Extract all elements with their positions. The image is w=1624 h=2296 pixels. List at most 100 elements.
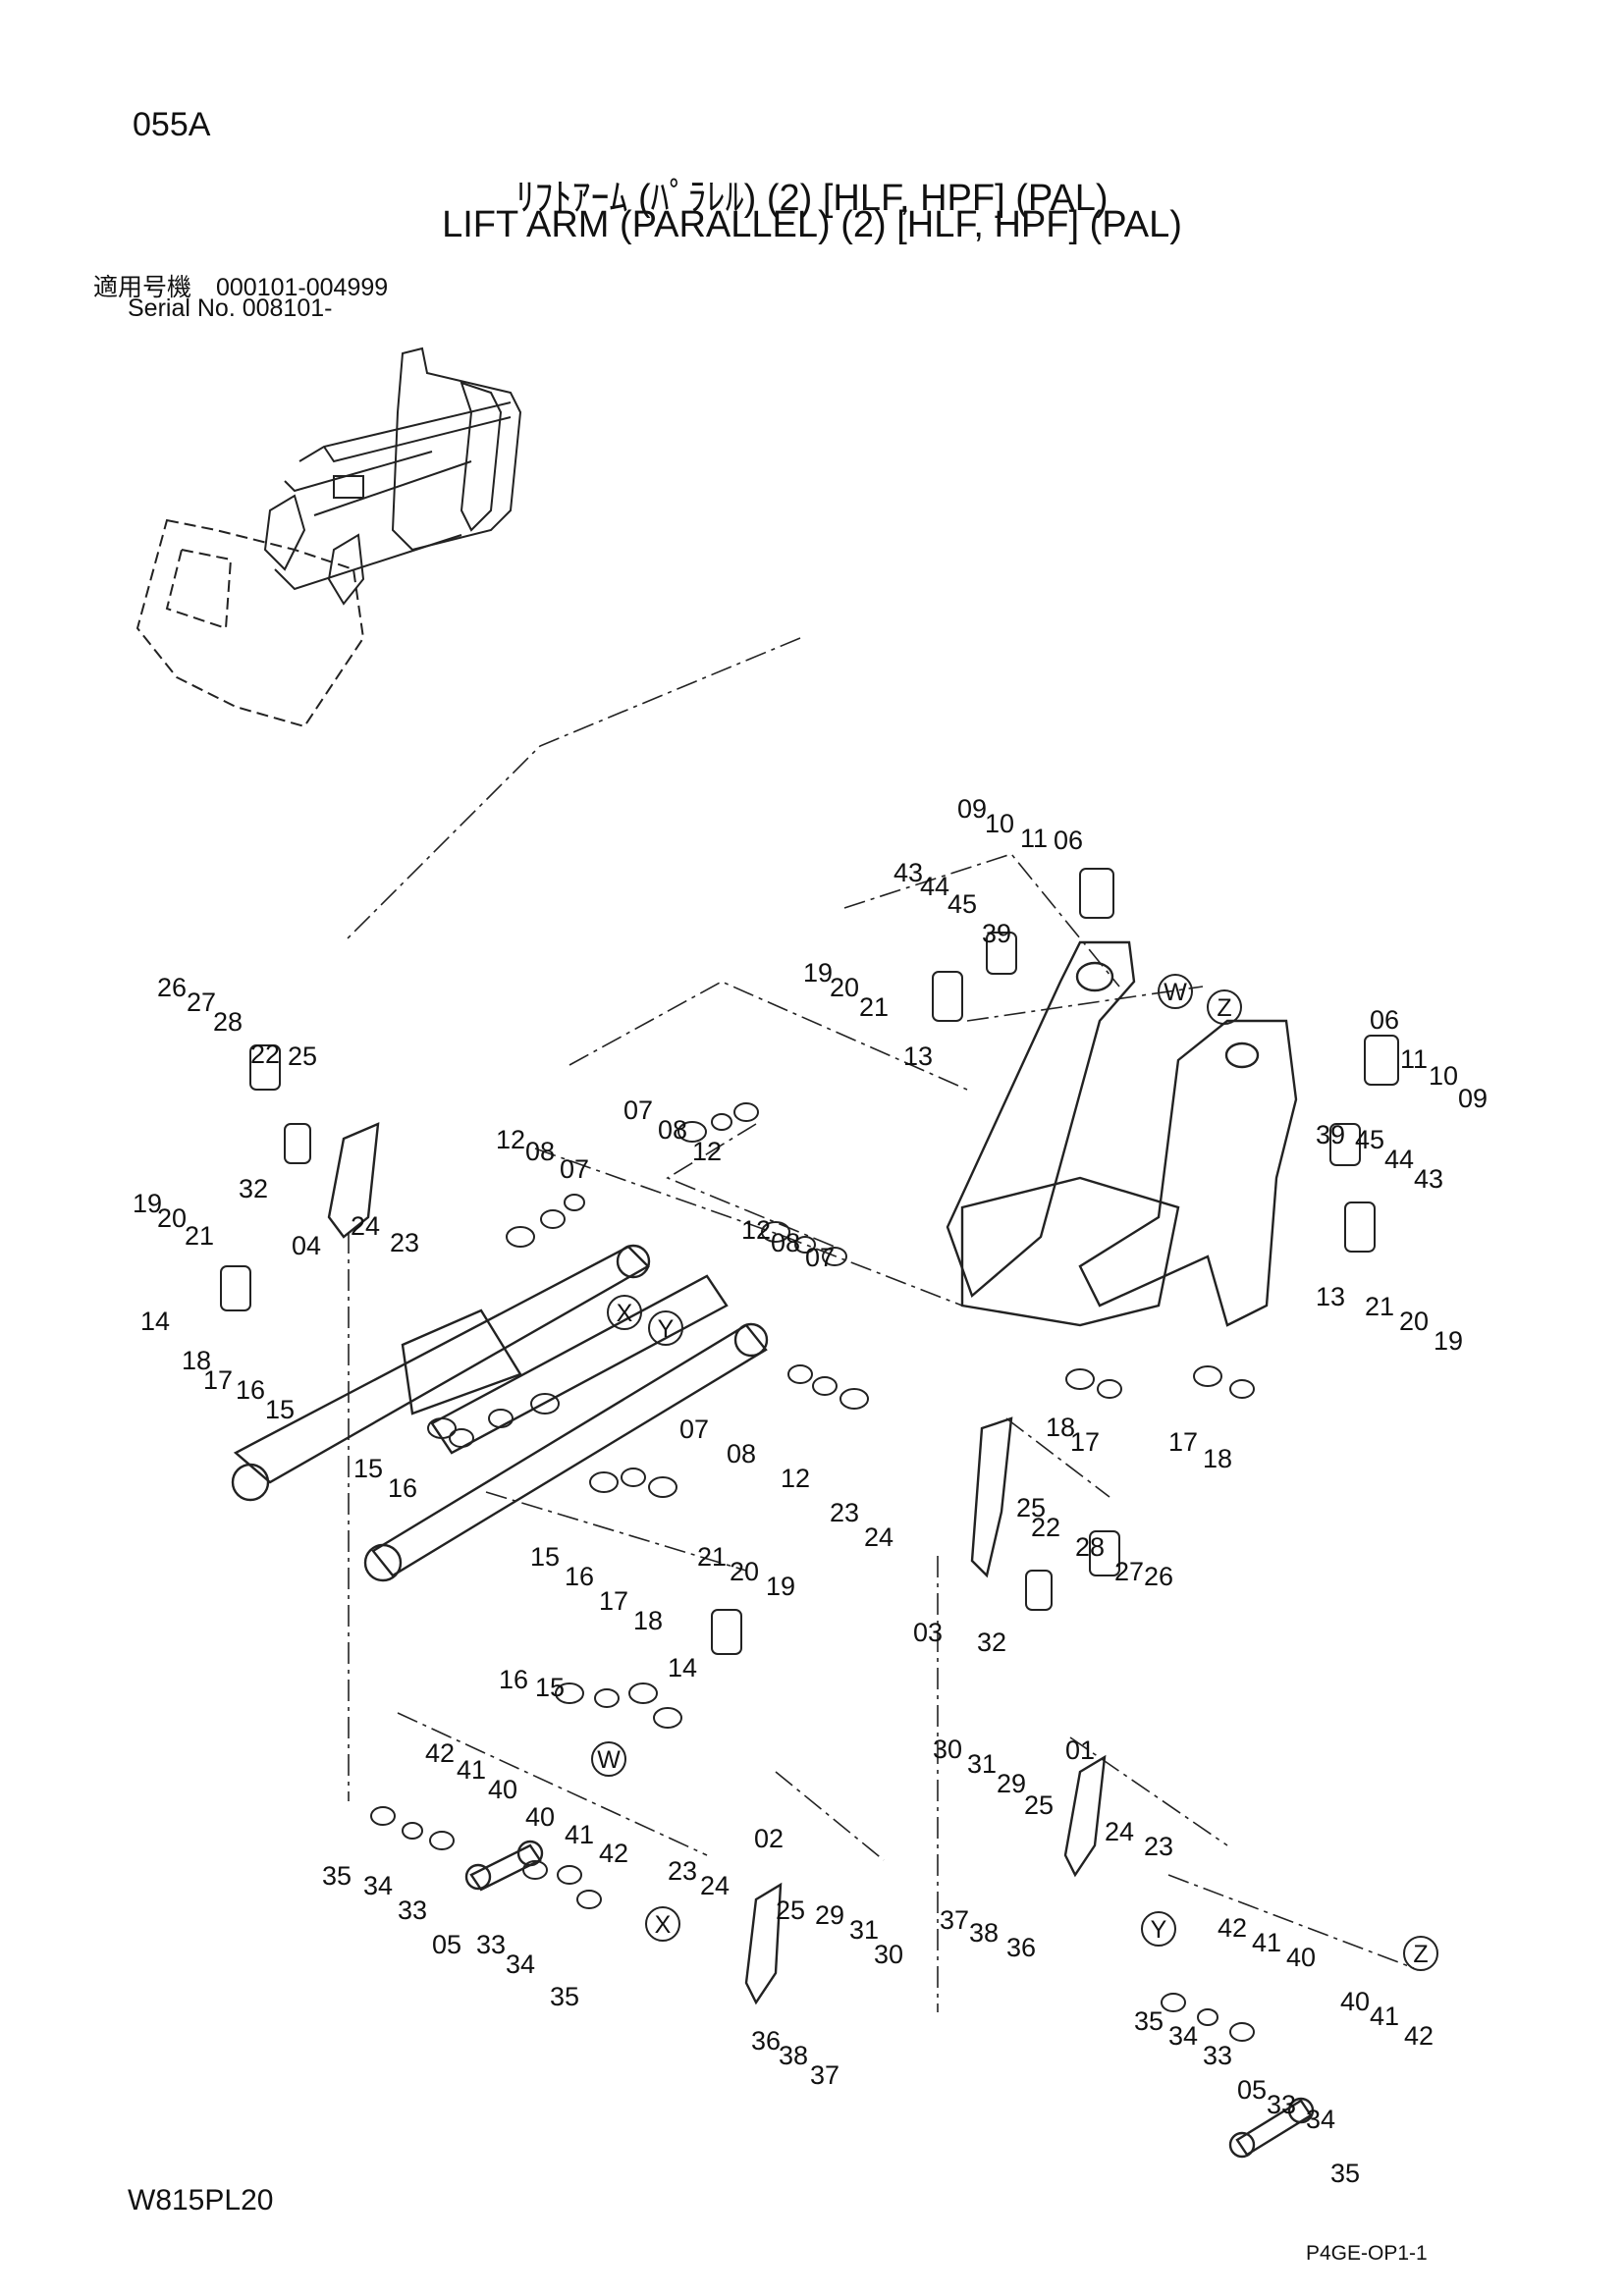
part-callout: 04 xyxy=(292,1231,321,1260)
part-callout: 41 xyxy=(457,1755,486,1785)
part-callout: 16 xyxy=(565,1562,594,1591)
part-callout: 30 xyxy=(933,1735,962,1764)
reference-letter: X xyxy=(617,1300,633,1327)
part-callout: 33 xyxy=(398,1896,427,1925)
reference-letter: W xyxy=(1164,979,1187,1006)
part-callout: 34 xyxy=(506,1949,535,1979)
part-callout: 22 xyxy=(1031,1513,1060,1542)
part-callout: 15 xyxy=(535,1673,565,1702)
part-callout: 23 xyxy=(668,1856,697,1886)
part-callout: 44 xyxy=(920,872,949,901)
part-callout: 41 xyxy=(565,1820,594,1849)
part-callout: 18 xyxy=(182,1346,211,1375)
part-callout: 07 xyxy=(623,1095,653,1125)
part-callout: 33 xyxy=(1203,2041,1232,2070)
part-callout: 29 xyxy=(815,1900,844,1930)
part-callout: 22 xyxy=(250,1040,280,1069)
part-callout: 21 xyxy=(185,1221,214,1251)
part-callout: 32 xyxy=(239,1174,268,1203)
part-callout: 35 xyxy=(550,1982,579,2011)
part-callout: 34 xyxy=(1168,2021,1198,2051)
part-callout: 19 xyxy=(766,1572,795,1601)
part-callout: 37 xyxy=(940,1905,969,1935)
part-callout: 18 xyxy=(1203,1444,1232,1473)
reference-letter: Z xyxy=(1217,994,1231,1022)
reference-letter: Y xyxy=(658,1315,675,1343)
part-callout: 15 xyxy=(265,1395,295,1424)
part-callout: 33 xyxy=(476,1930,506,1959)
part-callout: 19 xyxy=(1434,1326,1463,1356)
part-callout: 05 xyxy=(432,1930,461,1959)
part-callout: 36 xyxy=(1006,1933,1036,1962)
part-callout: 31 xyxy=(849,1915,879,1945)
part-callout: 24 xyxy=(864,1522,893,1552)
part-callout: 39 xyxy=(1316,1120,1345,1149)
part-callout: 18 xyxy=(1046,1413,1075,1442)
sheet-code: P4GE-OP1-1 xyxy=(1306,2242,1428,2265)
part-callout: 35 xyxy=(1330,2159,1360,2188)
pins-and-washers xyxy=(220,868,1399,2042)
part-callout: 33 xyxy=(1267,2090,1296,2119)
part-callout: 25 xyxy=(776,1896,805,1925)
reference-markers xyxy=(591,974,1438,1971)
part-callout: 42 xyxy=(1218,1913,1247,1943)
part-callout: 08 xyxy=(525,1137,555,1166)
part-callout: 17 xyxy=(203,1365,233,1395)
part-callout: 21 xyxy=(1365,1292,1394,1321)
part-callout: 14 xyxy=(140,1307,170,1336)
part-callout: 26 xyxy=(1144,1562,1173,1591)
part-callout: 40 xyxy=(525,1802,555,1832)
part-callout: 09 xyxy=(1458,1084,1488,1113)
part-callout: 19 xyxy=(133,1189,162,1218)
part-callout: 24 xyxy=(700,1871,730,1900)
part-callout: 23 xyxy=(1144,1832,1173,1861)
part-callout: 23 xyxy=(830,1498,859,1527)
part-callout: 45 xyxy=(1355,1125,1384,1154)
title-japanese: ﾘﾌﾄｱｰﾑ (ﾊﾟﾗﾚﾙ) (2) [HLF, HPF] (PAL) xyxy=(515,178,1109,219)
part-callout: 16 xyxy=(499,1665,528,1694)
part-callout: 08 xyxy=(771,1228,800,1257)
part-callout: 25 xyxy=(1024,1790,1054,1820)
part-callout: 40 xyxy=(488,1775,517,1804)
part-callout: 31 xyxy=(967,1749,997,1779)
serial-range-japanese: 適用号機 000101-004999 xyxy=(93,274,389,301)
part-callout: 05 xyxy=(1237,2075,1267,2105)
part-callout: 39 xyxy=(982,919,1011,948)
part-callout: 45 xyxy=(947,889,977,919)
part-callout: 20 xyxy=(830,973,859,1002)
part-callout: 12 xyxy=(781,1464,810,1493)
part-callout: 29 xyxy=(997,1769,1026,1798)
part-callout: 12 xyxy=(741,1215,771,1245)
part-callout: 25 xyxy=(1016,1493,1046,1522)
part-callout: 20 xyxy=(1399,1307,1429,1336)
part-callout: 42 xyxy=(425,1738,455,1768)
part-callout: 40 xyxy=(1340,1987,1370,2016)
drawing-number: W815PL20 xyxy=(128,2184,274,2216)
part-callout: 28 xyxy=(1075,1532,1105,1562)
part-callout: 42 xyxy=(599,1839,628,1868)
part-callout: 13 xyxy=(1316,1282,1345,1311)
part-callout: 20 xyxy=(157,1203,187,1233)
part-callout: 43 xyxy=(893,858,923,887)
part-callout: 37 xyxy=(810,2060,839,2090)
part-callout: 30 xyxy=(874,1940,903,1969)
part-callout: 41 xyxy=(1252,1928,1281,1957)
part-callout: 17 xyxy=(599,1586,628,1616)
part-callout: 12 xyxy=(692,1137,722,1166)
part-callout: 21 xyxy=(859,992,889,1022)
part-callout: 43 xyxy=(1414,1164,1443,1194)
part-callout: 36 xyxy=(751,2026,781,2056)
part-callout: 14 xyxy=(668,1653,697,1682)
part-callout: 15 xyxy=(353,1454,383,1483)
part-callout: 24 xyxy=(351,1211,380,1241)
part-callout: 07 xyxy=(805,1243,835,1272)
part-callout: 41 xyxy=(1370,2002,1399,2031)
title-english: LIFT ARM (PARALLEL) (2) [HLF, HPF] (PAL) xyxy=(442,204,1182,245)
part-callout: 06 xyxy=(1370,1005,1399,1035)
part-callout: 27 xyxy=(187,988,216,1017)
part-callout: 16 xyxy=(388,1473,417,1503)
reference-letter: X xyxy=(655,1911,672,1939)
